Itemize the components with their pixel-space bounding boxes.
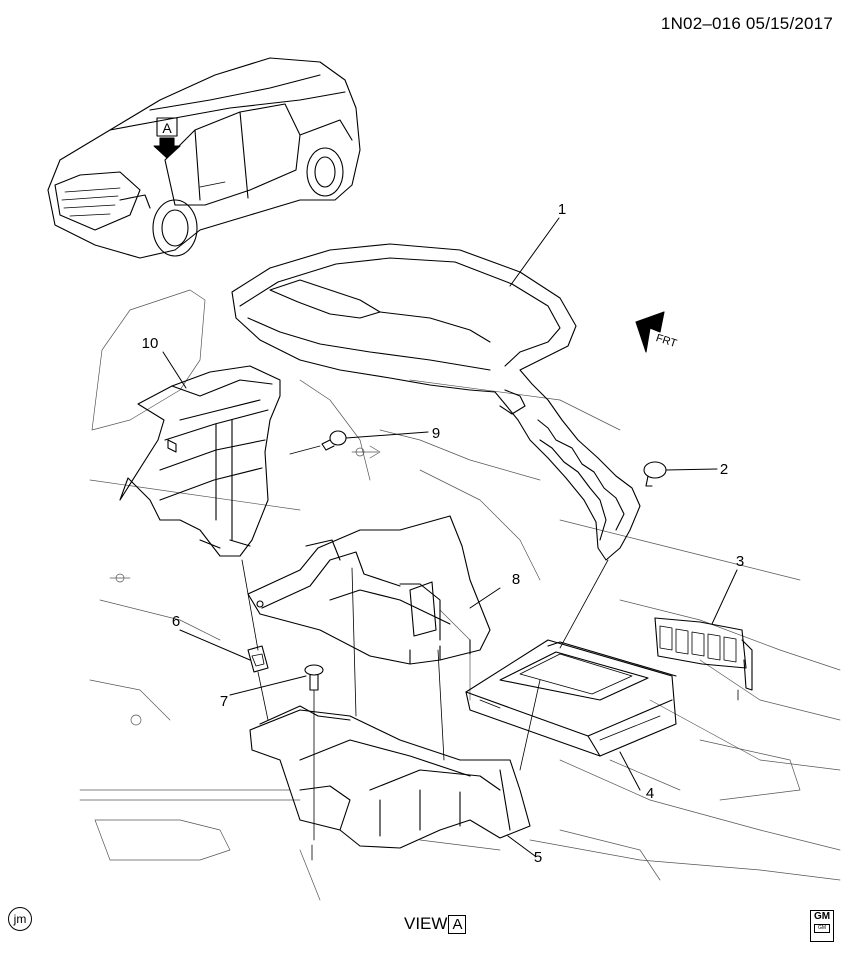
part-7-bolt [304,664,324,691]
gm-logo: GM GM [810,910,834,942]
callout-4: 4 [646,785,654,802]
gm-logo-sub: GM [814,924,830,933]
view-marker-letter: A [162,120,172,136]
part-5-lower-bracket [249,705,531,849]
view-label-letter: A [448,914,467,934]
assembly-lines [241,445,739,861]
front-label: FRT [654,332,678,350]
part-10-upper-bracket [119,365,281,557]
view-arrow-icon [153,137,181,159]
part-9-pin [321,430,347,451]
callout-6: 6 [172,613,180,630]
diagram-id: 1N02–016 05/15/2017 [660,14,833,33]
illustrator-logo: jm [8,907,32,931]
view-marker-box [156,117,178,137]
gm-logo-text: GM [813,911,831,922]
vehicle-illustration [47,57,361,259]
front-arrow-icon [635,311,665,353]
part-1-cover [231,243,641,561]
callout-3: 3 [736,553,744,570]
callout-5: 5 [534,849,542,866]
view-label-text: VIEW [404,914,448,933]
part-2-clip [643,461,667,487]
callout-7: 7 [220,693,228,710]
callout-2: 2 [720,461,728,478]
part-4-module [465,639,677,757]
callout-8: 8 [512,571,520,588]
callout-10: 10 [142,335,159,352]
part-8-bracket [247,515,491,665]
part-3-connector [654,617,753,691]
callout-1: 1 [558,201,566,218]
callout-9: 9 [432,425,440,442]
leader-lines [162,217,738,857]
